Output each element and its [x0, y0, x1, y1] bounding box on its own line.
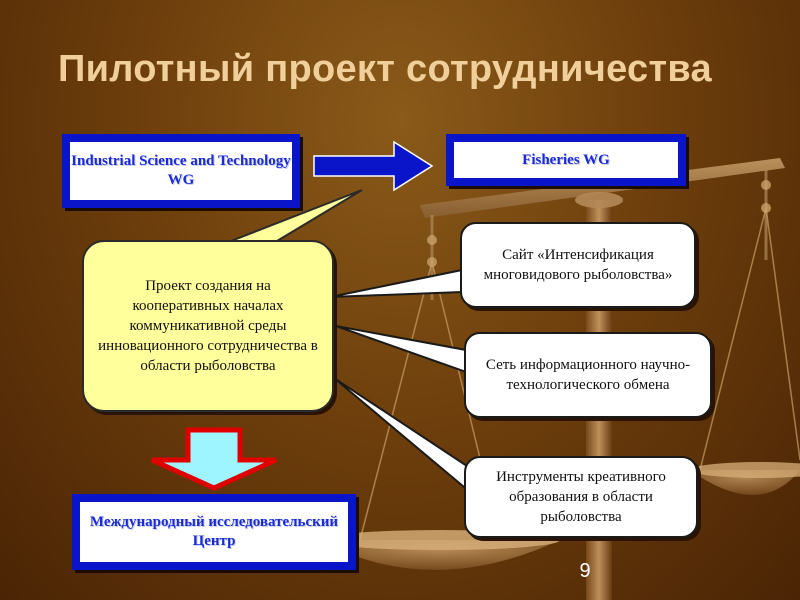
project-bubble: Проект создания на кооперативных началах…	[82, 240, 334, 412]
fisheries-wg-label: Fisheries WG	[522, 151, 610, 168]
project-bubble-text: Проект создания на кооперативных началах…	[98, 278, 318, 374]
fisheries-wg-box-inner: Fisheries WG	[452, 140, 680, 180]
research-center-label: Международный исследовательский Центр	[89, 514, 339, 549]
callout-network-text: Сеть информационного научно-технологичес…	[485, 357, 691, 393]
slide-title: Пилотный проект сотрудничества	[58, 48, 712, 90]
industrial-wg-box-inner: Industrial Science and Technology WG	[68, 140, 294, 202]
industrial-wg-box: Industrial Science and Technology WG	[62, 134, 300, 208]
callout-site: Сайт «Интенсификация многовидового рыбол…	[460, 222, 696, 308]
research-center-box: Международный исследовательский Центр	[72, 494, 356, 570]
callout-network: Сеть информационного научно-технологичес…	[464, 332, 712, 418]
callout-site-text: Сайт «Интенсификация многовидового рыбол…	[483, 247, 673, 283]
callout-education: Инструменты креативного образования в об…	[464, 456, 698, 538]
callout-education-text: Инструменты креативного образования в об…	[496, 469, 666, 525]
industrial-wg-label: Industrial Science and Technology WG	[71, 153, 291, 188]
fisheries-wg-box: Fisheries WG	[446, 134, 686, 186]
research-center-box-inner: Международный исследовательский Центр	[78, 500, 350, 564]
page-number: 9	[579, 560, 591, 582]
